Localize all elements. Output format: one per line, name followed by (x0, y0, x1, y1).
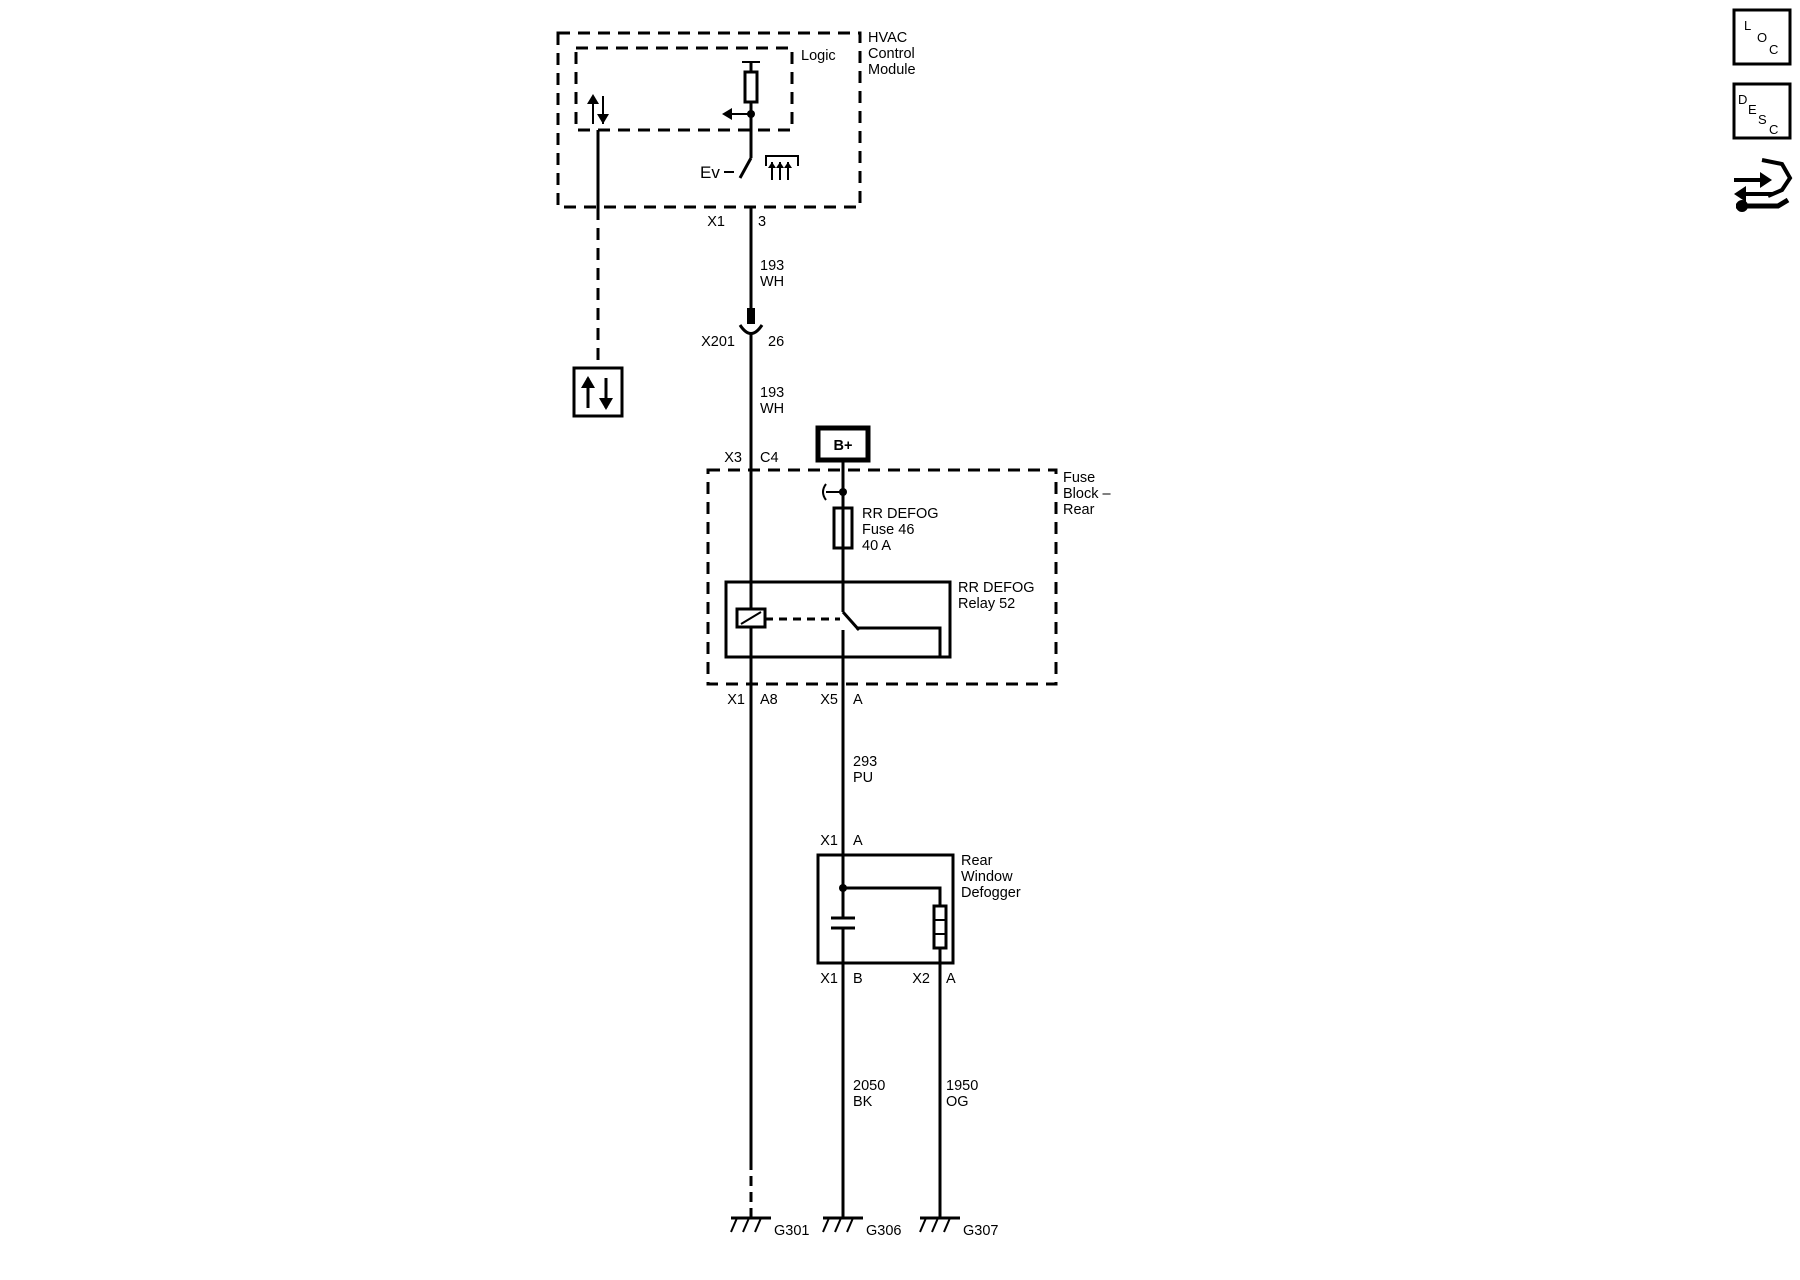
defogger-x1-pin-bottom: B (853, 971, 863, 987)
wire-2050-color: BK (853, 1094, 873, 1110)
desc-letter-s: S (1758, 112, 1767, 127)
fuse-block-x1-connector: X1 (727, 692, 745, 708)
wire-293-circuit: 293 (853, 754, 877, 770)
defogger-x2-pin: A (946, 971, 956, 987)
desc-letter-c: C (1769, 122, 1778, 137)
relay-output-path (856, 626, 942, 657)
relay-title-line1: RR DEFOG (958, 580, 1035, 596)
fuse-block-rear: Fuse Block – Rear (706, 468, 1111, 686)
fuse-block-title-line1: Fuse (1063, 470, 1095, 486)
hvac-title-line3: Module (868, 62, 916, 78)
ground-g301-icon (730, 1216, 771, 1233)
wire-1950-circuit: 1950 (946, 1078, 978, 1094)
fuse-block-x5-connector: X5 (820, 692, 838, 708)
desc-letter-d: D (1738, 92, 1747, 107)
rear-window-defogger: Rear Window Defogger (816, 853, 1021, 965)
fuse-title-line2: Fuse 46 (862, 522, 914, 538)
hvac-title-line1: HVAC (868, 30, 907, 46)
loc-letter-c: C (1769, 42, 1778, 57)
hvac-connector-pin: 3 (758, 214, 766, 230)
battery-label: B+ (834, 438, 853, 454)
defogger-title-line2: Window (961, 869, 1013, 885)
ground-g301-label: G301 (774, 1223, 809, 1239)
pullup-resistor-icon (722, 61, 760, 158)
capacitor-icon (831, 916, 855, 930)
defogger-x1-connector-top: X1 (820, 833, 838, 849)
serial-data-symbol-icon (572, 366, 624, 418)
battery-positive-block: B+ (815, 425, 871, 463)
wire-193-lower-circuit: 193 (760, 385, 784, 401)
fuse-block-title-line2: Block – (1063, 486, 1111, 502)
defogger-x1-connector-bottom: X1 (820, 971, 838, 987)
location-button[interactable]: L O C (1732, 8, 1792, 66)
fuse-block-x3-pin: C4 (760, 450, 779, 466)
hvac-title-line2: Control (868, 46, 915, 62)
ground-g307-label: G307 (963, 1223, 998, 1239)
fuse-block-x1-pin: A8 (760, 692, 778, 708)
wire-193-upper-color: WH (760, 274, 784, 290)
loc-letter-o: O (1757, 30, 1767, 45)
wire-293-color: PU (853, 770, 873, 786)
wire-193-lower-color: WH (760, 401, 784, 417)
hvac-control-module: HVAC Control Module Logic Ev (556, 30, 916, 209)
x201-inline-connector-icon (738, 308, 764, 335)
wire-193-upper-circuit: 193 (760, 258, 784, 274)
defogger-title-line3: Defogger (961, 885, 1021, 901)
defogger-x1-pin-top: A (853, 833, 863, 849)
x201-connector-label: X201 (701, 334, 735, 350)
fuse-title-line3: 40 A (862, 538, 891, 554)
output-switch-icon: Ev (700, 157, 753, 182)
ground-g306-icon (822, 1216, 863, 1233)
serial-data-arrows-icon (587, 94, 609, 124)
fuse-block-title-line3: Rear (1063, 502, 1095, 518)
hvac-connector-x1: X1 (707, 214, 725, 230)
ground-g307-icon (919, 1216, 960, 1233)
ev-label: Ev (700, 163, 720, 182)
relay-coil-icon (735, 607, 767, 629)
wire-1950-color: OG (946, 1094, 969, 1110)
defogger-title-line1: Rear (961, 853, 993, 869)
defogger-x2-connector: X2 (912, 971, 930, 987)
fuse-title-line1: RR DEFOG (862, 506, 939, 522)
relay-title-line2: Relay 52 (958, 596, 1015, 612)
logic-label: Logic (801, 48, 836, 64)
ground-g306-label: G306 (866, 1223, 901, 1239)
rear-defog-symbol-icon (765, 155, 799, 180)
description-button[interactable]: D E S C (1732, 82, 1792, 140)
heater-grid-icon (932, 904, 948, 950)
wire-2050-circuit: 2050 (853, 1078, 885, 1094)
loc-letter-l: L (1744, 18, 1751, 33)
desc-letter-e: E (1748, 102, 1757, 117)
fuse-block-x5-pin: A (853, 692, 863, 708)
fuse-block-x3-connector: X3 (724, 450, 742, 466)
fuse-46-icon (832, 506, 854, 550)
x201-pin-label: 26 (768, 334, 784, 350)
rr-defog-relay: RR DEFOG Relay 52 (724, 548, 1035, 659)
bus-bar-tap-icon (822, 483, 847, 501)
repair-procedure-icon[interactable] (1728, 152, 1796, 220)
